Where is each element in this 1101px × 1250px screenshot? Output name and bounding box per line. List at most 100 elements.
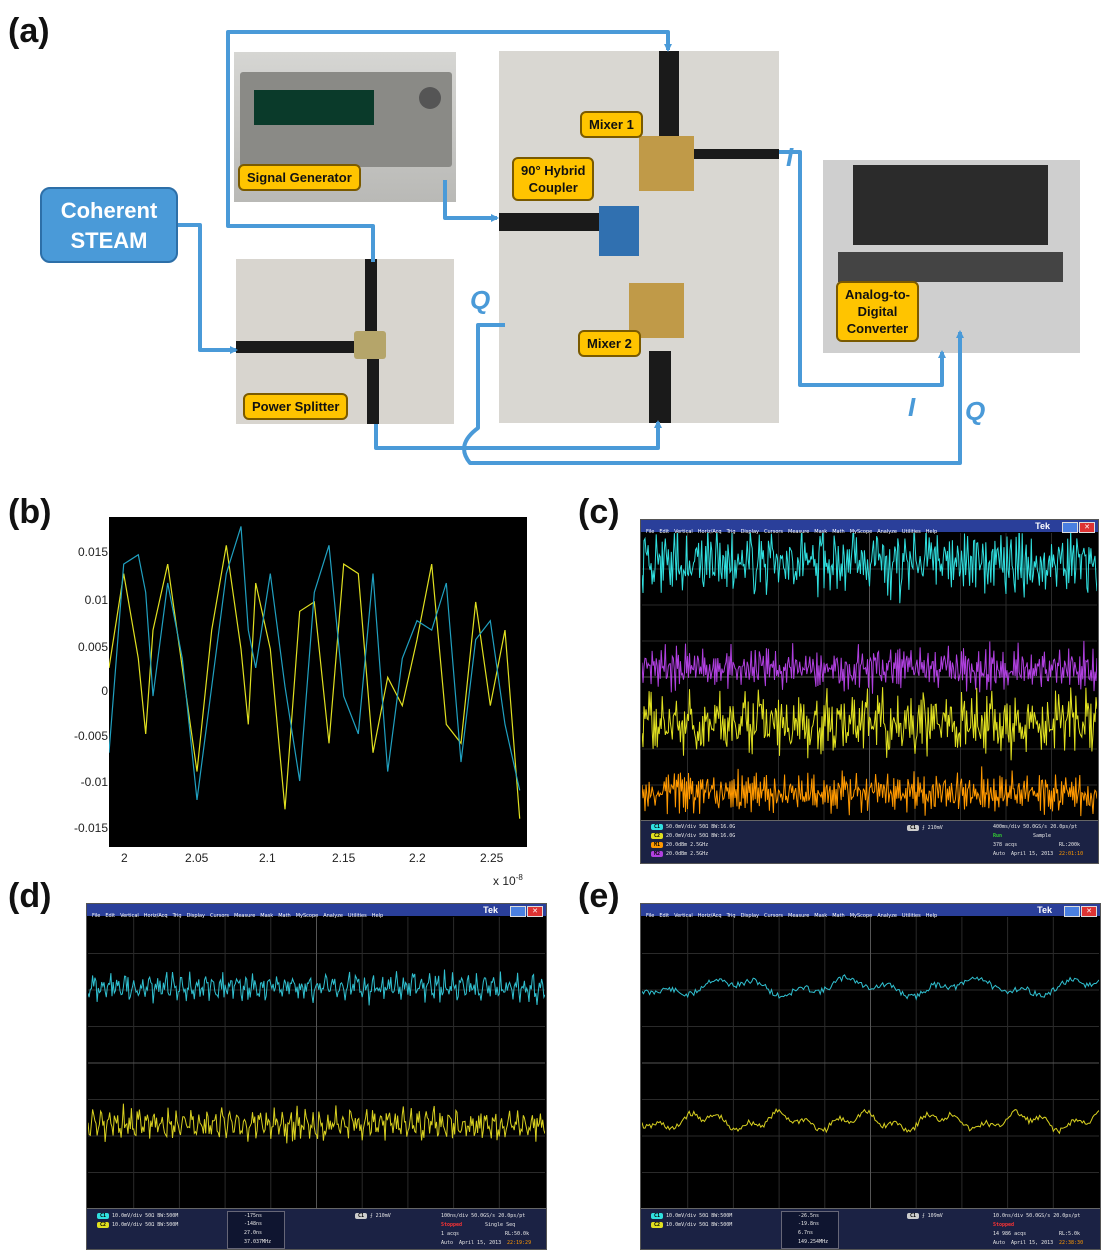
- trigger-chip[interactable]: C1: [355, 1213, 368, 1219]
- menu-math[interactable]: Math: [278, 913, 291, 919]
- menu-measure[interactable]: Measure: [234, 913, 256, 919]
- minimize-button[interactable]: [1062, 522, 1078, 533]
- menu-vertical[interactable]: Vertical: [120, 913, 139, 919]
- cursor-delta: 6.7ns: [798, 1230, 814, 1236]
- ch1-chip[interactable]: C1: [97, 1213, 110, 1219]
- ch2-chip[interactable]: C2: [97, 1222, 110, 1228]
- menu-cursors[interactable]: Cursors: [764, 529, 784, 535]
- m2-freq: 2.5GHz: [690, 851, 709, 857]
- menu-cursors[interactable]: Cursors: [764, 913, 784, 919]
- ch2-chip[interactable]: C2: [651, 833, 664, 839]
- menu-trig[interactable]: Trig: [726, 529, 736, 535]
- acq-mode: Single Seq: [485, 1222, 516, 1228]
- ch1-scale: 10.0mV/div: [112, 1213, 143, 1219]
- menu-help[interactable]: Help: [925, 913, 938, 919]
- menu-analyze[interactable]: Analyze: [323, 913, 343, 919]
- mixer2-body: [629, 283, 684, 338]
- menu-display[interactable]: Display: [740, 529, 759, 535]
- close-button[interactable]: ✕: [1081, 906, 1097, 917]
- menu-edit[interactable]: Edit: [105, 913, 116, 919]
- y-tick: 0.01: [84, 593, 108, 607]
- menu-help[interactable]: Help: [925, 529, 938, 535]
- menu-vertical[interactable]: Vertical: [674, 529, 693, 535]
- adc-label: Analog-to- Digital Converter: [836, 281, 919, 342]
- menu-file[interactable]: File: [646, 913, 655, 919]
- adc-label-line2: Digital: [857, 304, 898, 319]
- close-button[interactable]: ✕: [527, 906, 543, 917]
- i-label-adc: I: [908, 392, 916, 422]
- menu-mask[interactable]: Mask: [814, 529, 828, 535]
- resolution: 20.0ps/pt: [1050, 824, 1078, 830]
- menu-help[interactable]: Help: [371, 913, 384, 919]
- cursor-freq: 149.254MHz: [798, 1239, 829, 1245]
- menu-display[interactable]: Display: [740, 913, 759, 919]
- timebase: 10.0ns/div 50.0GS/s 20.0ps/pt: [993, 1213, 1080, 1219]
- menu-mask[interactable]: Mask: [260, 913, 274, 919]
- sample-rate: 50.0GS/s: [1026, 1213, 1051, 1219]
- menu-utilities[interactable]: Utilities: [901, 913, 921, 919]
- x-multiplier: x 10-8: [493, 873, 523, 888]
- ch2-chip[interactable]: C2: [651, 1222, 664, 1228]
- minimize-button[interactable]: [510, 906, 526, 917]
- hybrid-label-line2: Coupler: [528, 180, 578, 195]
- trigger-chip[interactable]: C1: [907, 1213, 920, 1219]
- close-button[interactable]: ✕: [1079, 522, 1095, 533]
- y-tick: 0: [101, 684, 108, 698]
- acq-state: Stopped: [993, 1222, 1015, 1228]
- minimize-button[interactable]: [1064, 906, 1080, 917]
- time: 22:19:29: [507, 1240, 532, 1246]
- menu-analyze[interactable]: Analyze: [877, 913, 897, 919]
- mixer2-label: Mixer 2: [578, 330, 641, 357]
- x-tick: 2.25: [480, 851, 504, 865]
- ch2-bw: BW:16.0G: [711, 833, 736, 839]
- cable-left: [499, 213, 599, 231]
- m1-scale: 20.0dBm: [666, 842, 688, 848]
- menu-file[interactable]: File: [92, 913, 101, 919]
- menu-file[interactable]: File: [646, 529, 655, 535]
- cable-right: [694, 149, 779, 159]
- panel-label-b: (b): [8, 493, 52, 531]
- connection-arrows: [178, 30, 964, 465]
- tek-brand: Tek: [1035, 521, 1050, 531]
- menu-vertical[interactable]: Vertical: [674, 913, 693, 919]
- menu-myscope[interactable]: MyScope: [295, 913, 319, 919]
- record-length: RL:5.0k: [1059, 1231, 1081, 1237]
- menu-math[interactable]: Math: [832, 529, 845, 535]
- cursor-a: -175ns: [244, 1213, 263, 1219]
- menu-utilities[interactable]: Utilities: [901, 529, 921, 535]
- ch2-scale: 10.0mV/div: [112, 1222, 143, 1228]
- menu-analyze[interactable]: Analyze: [877, 529, 897, 535]
- menu-myscope[interactable]: MyScope: [849, 529, 873, 535]
- menu-utilities[interactable]: Utilities: [347, 913, 367, 919]
- menu-horiz[interactable]: Horiz/Acq: [697, 529, 722, 535]
- menu-display[interactable]: Display: [186, 913, 205, 919]
- scope-d-readout: C1 10.0mV/div 50Ω BW:500M C2 10.0mV/div …: [87, 1208, 546, 1249]
- trigger-chip[interactable]: C1: [907, 825, 920, 831]
- menu-horiz[interactable]: Horiz/Acq: [143, 913, 168, 919]
- splitter-cable-bottom: [367, 359, 379, 424]
- menu-edit[interactable]: Edit: [659, 913, 670, 919]
- menu-horiz[interactable]: Horiz/Acq: [697, 913, 722, 919]
- scope-e-waveform: [642, 917, 1099, 1209]
- menu-edit[interactable]: Edit: [659, 529, 670, 535]
- menu-measure[interactable]: Measure: [788, 529, 810, 535]
- menu-math[interactable]: Math: [832, 913, 845, 919]
- menu-cursors[interactable]: Cursors: [210, 913, 230, 919]
- menu-mask[interactable]: Mask: [814, 913, 828, 919]
- ch2-scale: 10.0mV/div: [666, 1222, 697, 1228]
- acq-count: 378 acqs: [993, 842, 1018, 848]
- m1-chip[interactable]: M1: [651, 842, 664, 848]
- m2-chip[interactable]: M2: [651, 851, 664, 857]
- menu-trig[interactable]: Trig: [726, 913, 736, 919]
- timebase: 100ns/div 50.0GS/s 20.0ps/pt: [441, 1213, 525, 1219]
- ch1-chip[interactable]: C1: [651, 1213, 664, 1219]
- x-tick: 2: [121, 851, 128, 865]
- menu-myscope[interactable]: MyScope: [849, 913, 873, 919]
- menu-trig[interactable]: Trig: [172, 913, 182, 919]
- menu-measure[interactable]: Measure: [788, 913, 810, 919]
- ch2-readout: C2 10.0mV/div 50Ω BW:500M: [651, 1222, 732, 1228]
- trace-ch2: [642, 1107, 1099, 1135]
- date: April 15, 2013: [1011, 851, 1054, 857]
- panel-label-a: (a): [8, 12, 50, 50]
- ch1-chip[interactable]: C1: [651, 824, 664, 830]
